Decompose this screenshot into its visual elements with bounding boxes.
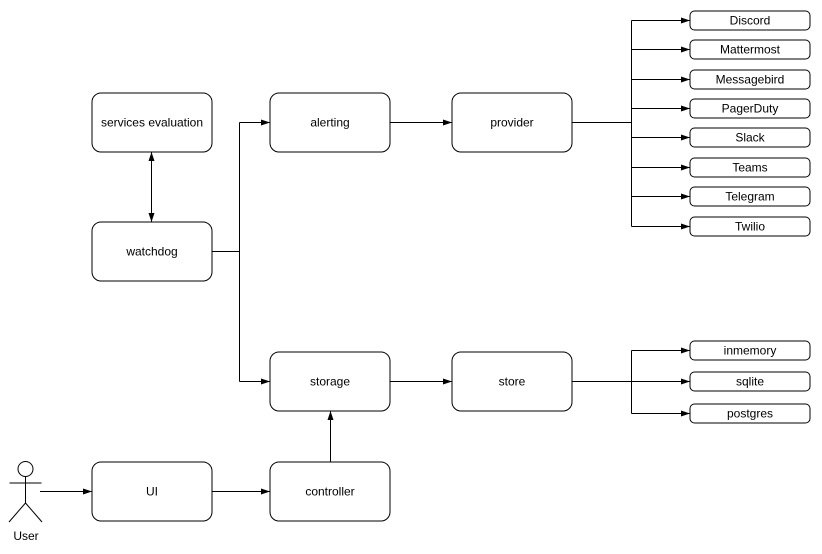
- node-controller: controller: [269, 461, 391, 522]
- node-watchdog: watchdog: [91, 221, 213, 282]
- user-actor: User: [8, 461, 43, 543]
- telegram-label: Telegram: [725, 190, 774, 204]
- leaf-teams: Teams: [689, 157, 811, 178]
- sqlite-label: sqlite: [736, 375, 764, 389]
- provider-label: provider: [490, 116, 533, 130]
- alerting-box: [269, 92, 391, 153]
- ui-label: UI: [146, 485, 158, 499]
- node-ui: UI: [91, 461, 213, 522]
- edge-store-fanout-spine: [572, 350, 632, 414]
- controller-label: controller: [305, 485, 354, 499]
- node-store: store: [451, 351, 573, 412]
- pagerduty-label: PagerDuty: [722, 102, 779, 116]
- provider-box: [451, 92, 573, 153]
- sqlite-box: [689, 371, 811, 392]
- controller-box: [269, 461, 391, 522]
- inmemory-box: [689, 340, 811, 361]
- leaf-pagerduty: PagerDuty: [689, 98, 811, 119]
- leaf-mattermost: Mattermost: [689, 39, 811, 60]
- teams-label: Teams: [732, 161, 767, 175]
- leaf-sqlite: sqlite: [689, 371, 811, 392]
- edge-watchdog-trunk: [212, 122, 240, 382]
- twilio-box: [689, 216, 811, 237]
- watchdog-label: watchdog: [125, 245, 177, 259]
- node-services-evaluation: services evaluation: [91, 92, 213, 153]
- node-provider: provider: [451, 92, 573, 153]
- inmemory-label: inmemory: [724, 344, 777, 358]
- slack-label: Slack: [735, 131, 765, 145]
- leaf-slack: Slack: [689, 127, 811, 148]
- discord-box: [689, 10, 811, 31]
- messagebird-label: Messagebird: [716, 73, 785, 87]
- node-alerting: alerting: [269, 92, 391, 153]
- store-label: store: [499, 375, 526, 389]
- leaf-postgres: postgres: [689, 403, 811, 424]
- messagebird-box: [689, 69, 811, 90]
- teams-box: [689, 157, 811, 178]
- user-actor-legs: [8, 502, 43, 523]
- leaf-twilio: Twilio: [689, 216, 811, 237]
- leaf-telegram: Telegram: [689, 186, 811, 207]
- storage-box: [269, 351, 391, 412]
- slack-box: [689, 127, 811, 148]
- postgres-box: [689, 403, 811, 424]
- watchdog-box: [91, 221, 213, 282]
- node-storage: storage: [269, 351, 391, 412]
- store-box: [451, 351, 573, 412]
- leaf-inmemory: inmemory: [689, 340, 811, 361]
- services-evaluation-label: services evaluation: [101, 116, 203, 130]
- ui-box: [91, 461, 213, 522]
- mattermost-box: [689, 39, 811, 60]
- edge-provider-fanout-spine: [572, 20, 632, 227]
- leaf-messagebird: Messagebird: [689, 69, 811, 90]
- telegram-box: [689, 186, 811, 207]
- discord-label: Discord: [730, 14, 771, 28]
- twilio-label: Twilio: [735, 220, 765, 234]
- leaf-discord: Discord: [689, 10, 811, 31]
- postgres-label: postgres: [727, 407, 773, 421]
- pagerduty-box: [689, 98, 811, 119]
- user-actor-head: [17, 461, 34, 477]
- alerting-label: alerting: [310, 116, 349, 130]
- services-evaluation-box: [91, 92, 213, 153]
- user-actor-label: User: [13, 529, 38, 543]
- storage-label: storage: [310, 375, 350, 389]
- mattermost-label: Mattermost: [720, 43, 781, 57]
